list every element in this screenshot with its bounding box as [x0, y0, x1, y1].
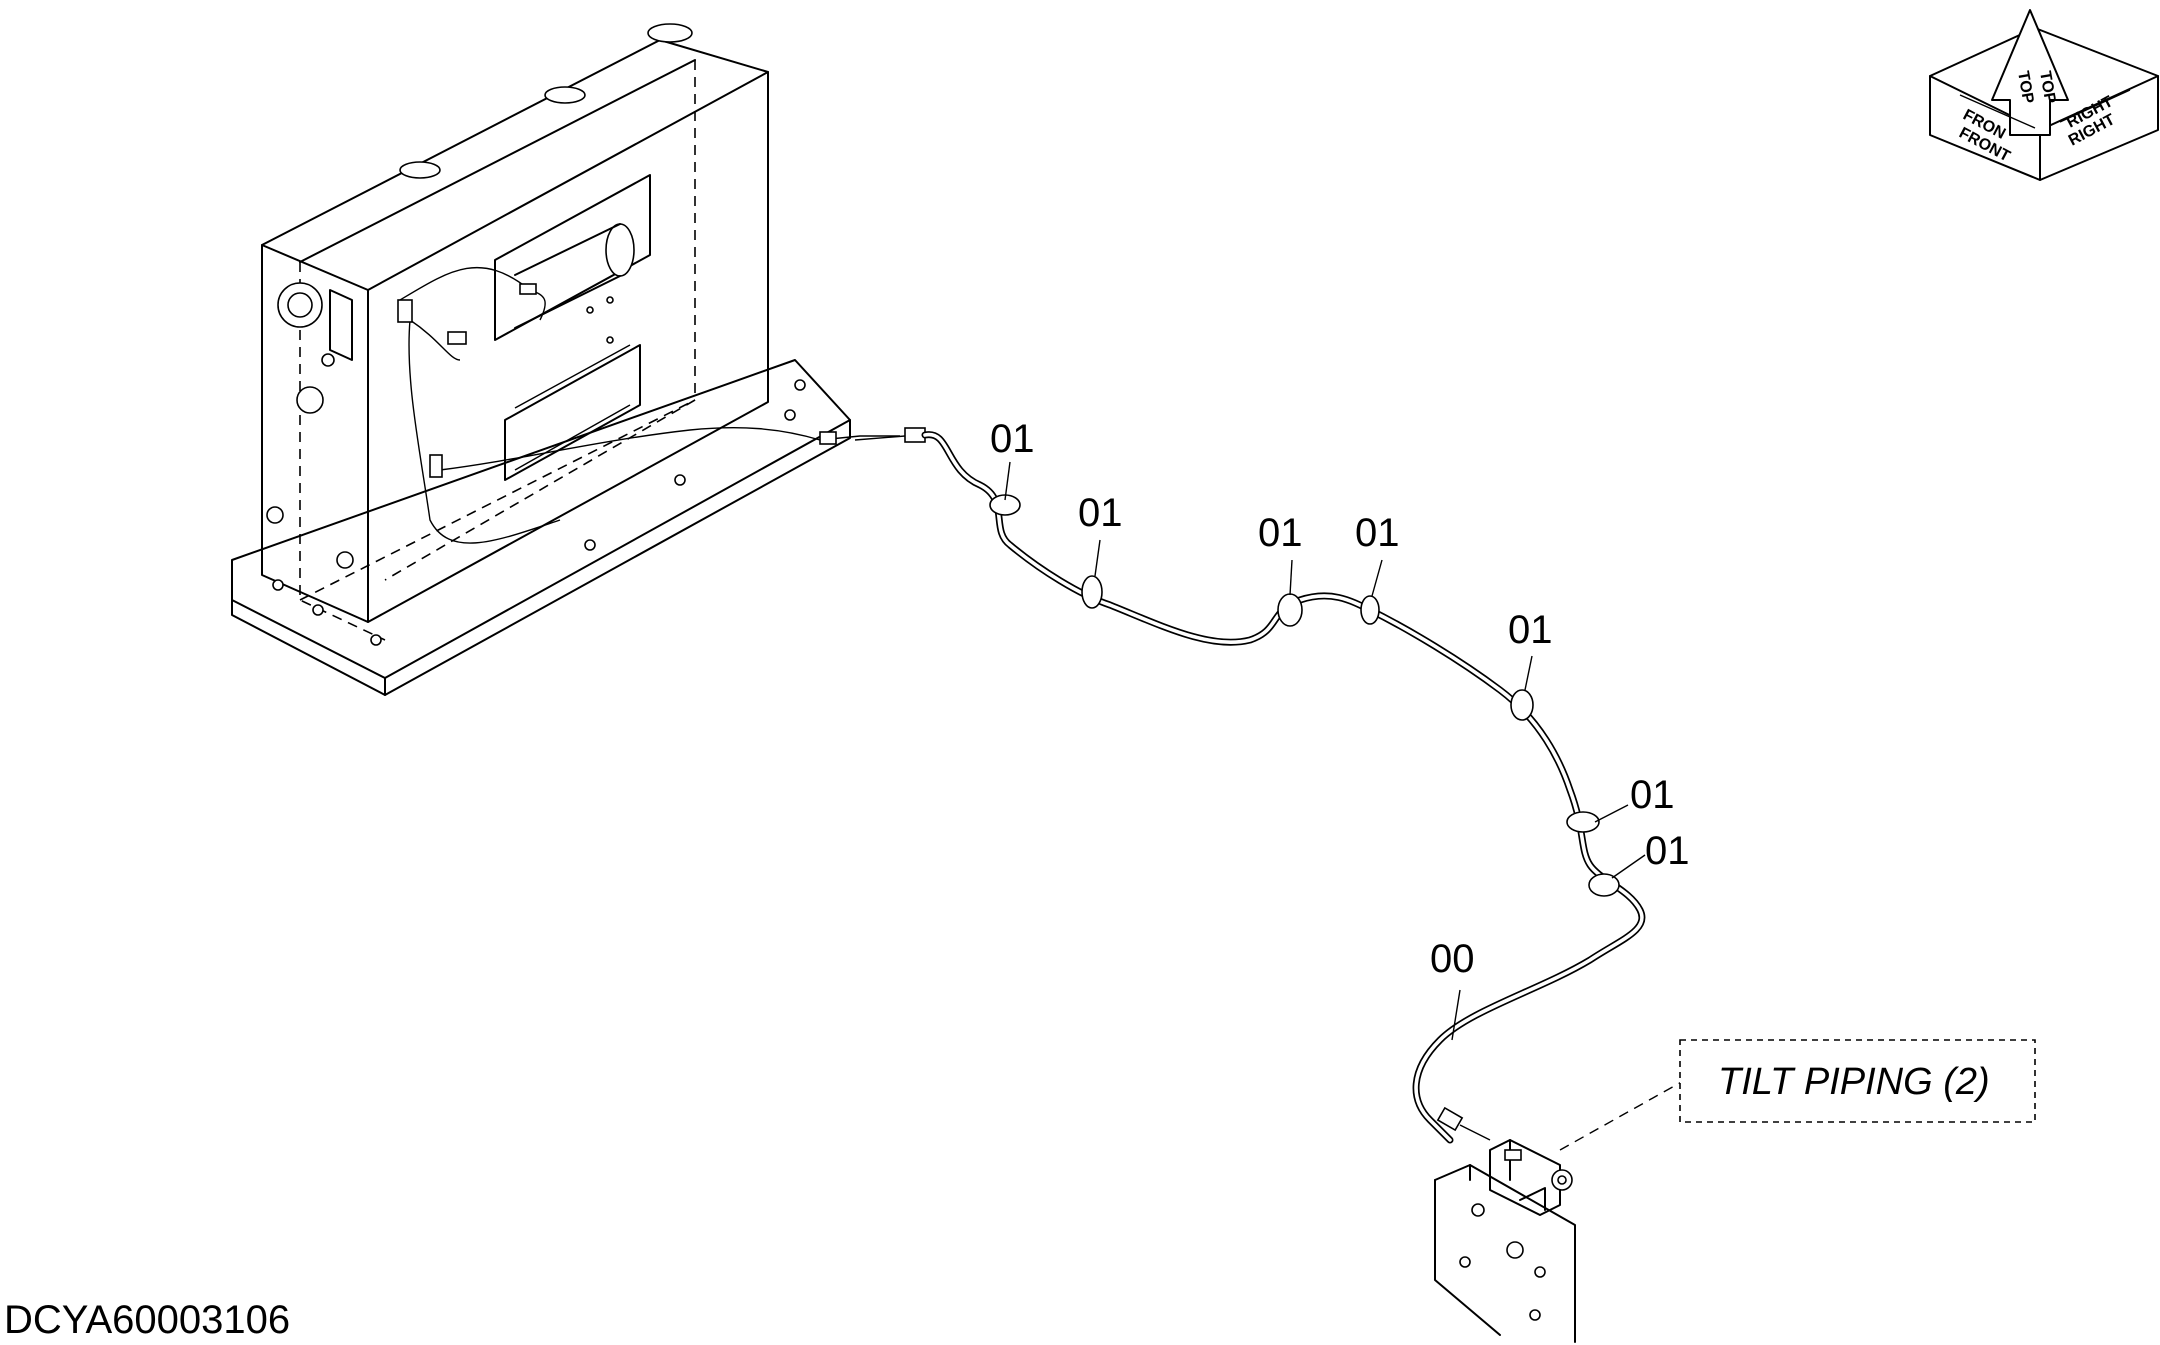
part-label: 01 — [1078, 491, 1123, 535]
clip-4 — [1360, 595, 1380, 625]
clip-6 — [1566, 811, 1600, 833]
part-label: 01 — [1645, 829, 1690, 873]
clip-3 — [1277, 593, 1303, 627]
clip-7 — [1588, 873, 1620, 897]
box-frame-assembly — [231, 23, 851, 696]
orientation-indicator: FRON FRONT TOP TOP RIGHT RIGHT — [1929, 9, 2159, 181]
part-label: 01 — [1355, 511, 1400, 555]
part-label: 01 — [1258, 511, 1303, 555]
part-label: 00 — [1430, 937, 1475, 981]
callout-label: TILT PIPING (2) — [1718, 1061, 1990, 1103]
orientation-top-right: TOP — [2036, 70, 2058, 105]
drawing-id: DCYA60003106 — [4, 1298, 290, 1342]
tilt-valve-bracket — [1434, 1106, 1576, 1343]
part-label: 01 — [990, 417, 1035, 461]
part-label: 01 — [1508, 608, 1553, 652]
internal-wiring — [397, 266, 900, 544]
part-label: 01 — [1630, 773, 1675, 817]
cable-clips — [989, 494, 1620, 897]
clip-5 — [1510, 689, 1534, 721]
part-labels: 01 01 01 01 01 01 01 00 — [990, 417, 1690, 981]
leader-lines — [1004, 461, 1646, 1041]
orientation-top-left: TOP — [2014, 70, 2036, 105]
tilt-piping-callout: TILT PIPING (2) — [1559, 1039, 2036, 1151]
clip-2 — [1081, 575, 1103, 609]
main-harness-cable — [854, 427, 1646, 1144]
